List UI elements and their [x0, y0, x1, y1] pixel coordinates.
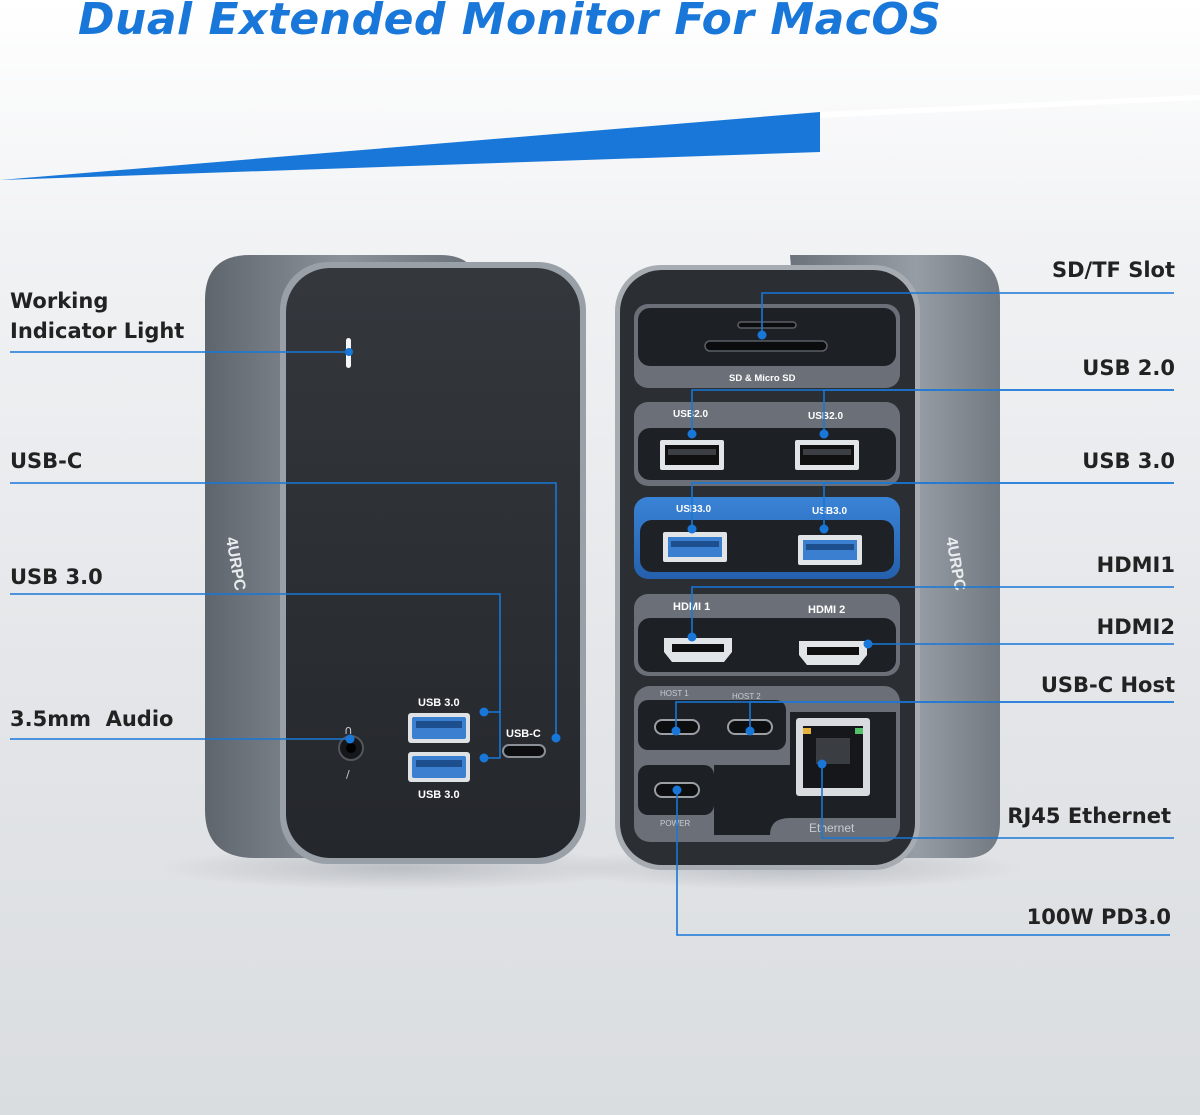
usb3-b-label: USB3.0: [812, 506, 847, 517]
callout-hdmi1: HDMI1: [1096, 553, 1175, 577]
usb2-b-label: USB2.0: [808, 411, 843, 422]
svg-text:∩: ∩: [344, 723, 353, 737]
callout-usbc: USB-C: [10, 449, 83, 473]
sd-slot: [704, 340, 828, 352]
callout-rj45: RJ45 Ethernet: [1007, 804, 1171, 828]
ethernet-label: Ethernet: [809, 821, 855, 835]
power-label: POWER: [660, 819, 690, 828]
front-usb3-top-label: USB 3.0: [418, 697, 460, 709]
callout-audio: 3.5mm Audio: [10, 707, 174, 731]
dock-back: 4URPC SD & Micro SD USB2.0 USB2.0 USB3.0…: [615, 255, 1000, 870]
front-usbc-port: [502, 744, 546, 758]
callout-hdmi2: HDMI2: [1096, 615, 1175, 639]
headline: Dual Extended Monitor For MacOS: [78, 0, 942, 45]
leader-dots: [345, 330, 873, 795]
callout-usbc-host: USB-C Host: [1040, 673, 1175, 697]
callout-indicator-text: Working Indicator Light: [10, 289, 185, 343]
hdmi2-label: HDMI 2: [808, 604, 845, 616]
usb2-a-label: USB2.0: [673, 409, 708, 420]
svg-text:/: /: [346, 768, 350, 781]
host2-label: HOST 2: [732, 692, 761, 701]
callout-pd: 100W PD3.0: [1026, 905, 1171, 929]
callout-usb2: USB 2.0: [1082, 356, 1175, 380]
host1-label: HOST 1: [660, 689, 689, 698]
front-usb3-bottom-label: USB 3.0: [418, 789, 460, 801]
callout-usb3-back: USB 3.0: [1082, 449, 1175, 473]
accent-swoosh: [0, 112, 820, 180]
usb3-a-label: USB3.0: [676, 504, 711, 515]
leader-lines: [10, 292, 1174, 936]
front-usbc-label: USB-C: [506, 728, 541, 740]
callout-usb3-front: USB 3.0: [10, 565, 103, 589]
callout-indicator-light: Working Indicator Light: [10, 286, 184, 346]
sd-caption: SD & Micro SD: [729, 373, 796, 384]
micro-sd-slot: [737, 321, 797, 329]
callout-sd-slot: SD/TF Slot: [1052, 258, 1175, 282]
dock-front: 4URPC ∩ / USB 3.0 USB 3.0 USB-C: [205, 255, 586, 864]
